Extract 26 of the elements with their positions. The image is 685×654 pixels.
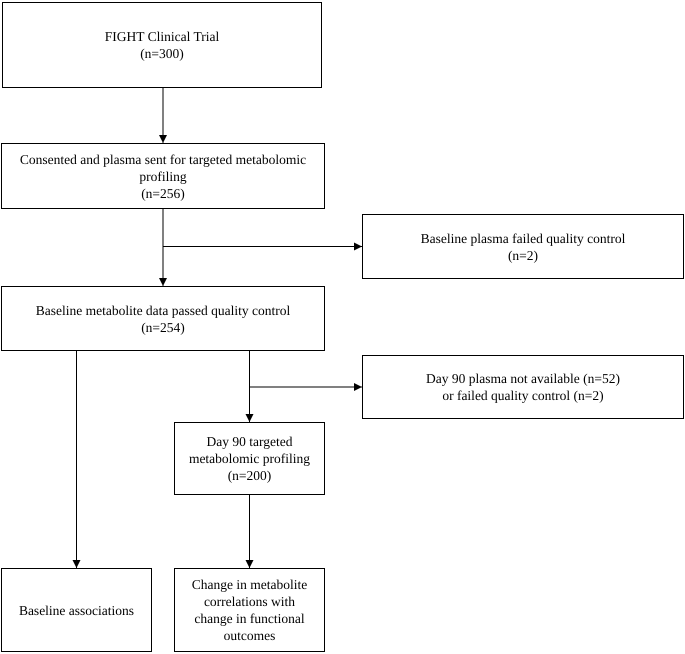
process-box: [362, 214, 684, 279]
box-text: (n=300): [140, 45, 184, 62]
box-text: FIGHT Clinical Trial: [104, 28, 220, 45]
arrow: [159, 88, 167, 144]
process-box: [174, 422, 325, 495]
box-text: (n=254): [141, 318, 185, 336]
box-text: (n=200): [228, 467, 272, 484]
box-text: Change in metabolite correlations with change in functional outcomes: [190, 576, 308, 644]
process-box: [1, 286, 325, 351]
arrow: [162, 208, 362, 250]
box-text: Baseline plasma failed quality control: [420, 230, 626, 246]
box-text: Baseline metabolite data passed quality control: [36, 302, 290, 318]
process-box: [1, 568, 152, 652]
arrow: [246, 494, 254, 568]
box-text: (n=2): [508, 246, 538, 264]
process-box: [362, 355, 684, 419]
arrow: [72, 350, 80, 568]
arrow: [249, 350, 362, 391]
process-box: [1, 143, 325, 209]
box-text: Day 90 plasma not available (n=52) or failed quality control (n=2): [425, 370, 621, 404]
process-box: [2, 2, 322, 88]
box-text: (n=256): [141, 184, 185, 202]
box-text: Consented and plasma sent for targeted metabolomic profiling: [18, 150, 308, 184]
box-text: Day 90 targeted metabolomic profiling: [188, 433, 312, 467]
process-box: [174, 568, 325, 652]
box-text: Baseline associations: [18, 602, 134, 618]
